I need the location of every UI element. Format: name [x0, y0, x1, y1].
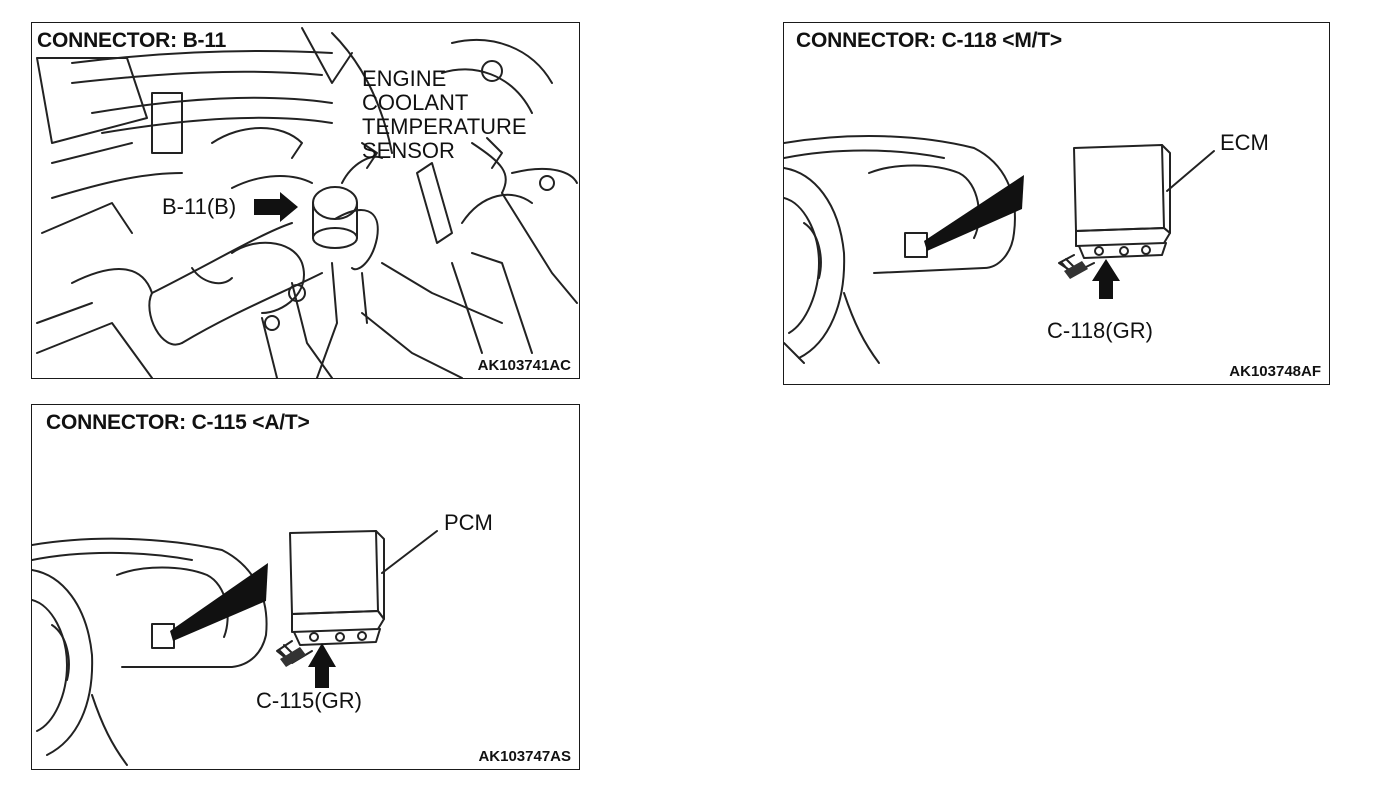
connector-label: B-11(B) — [162, 194, 237, 219]
figure-code: AK103748AF — [1229, 363, 1321, 380]
figure-code: AK103741AC — [477, 357, 571, 374]
module-label: PCM — [444, 510, 493, 535]
panel-title: CONNECTOR: B-11 — [37, 29, 227, 52]
connector-label: C-118(GR) — [1047, 318, 1153, 343]
module-label: ECM — [1220, 130, 1269, 155]
sensor-label-line-3: TEMPERATURE — [362, 114, 527, 139]
sensor-label-line-2: COOLANT — [362, 90, 469, 115]
panel-title: CONNECTOR: C-115 <A/T> — [46, 411, 310, 434]
sensor-label-line-1: ENGINE — [362, 66, 447, 91]
connector-b11-panel: CONNECTOR: B-11 ENGINE COOLANT TEMPERATU… — [31, 22, 580, 379]
dashboard-ecm-illustration — [784, 135, 1215, 364]
connector-c118-panel: CONNECTOR: C-118 <M/T> ECM C-118(GR) AK1… — [783, 22, 1330, 385]
connector-label: C-115(GR) — [256, 688, 362, 713]
panel-title: CONNECTOR: C-118 <M/T> — [796, 29, 1062, 52]
sensor-label-line-4: SENSOR — [362, 138, 455, 163]
figure-code: AK103747AS — [478, 748, 571, 765]
dashboard-pcm-illustration — [32, 530, 438, 766]
engine-bay-illustration — [36, 27, 578, 378]
connector-c115-panel: CONNECTOR: C-115 <A/T> PCM C-115(GR) AK1… — [31, 404, 580, 770]
